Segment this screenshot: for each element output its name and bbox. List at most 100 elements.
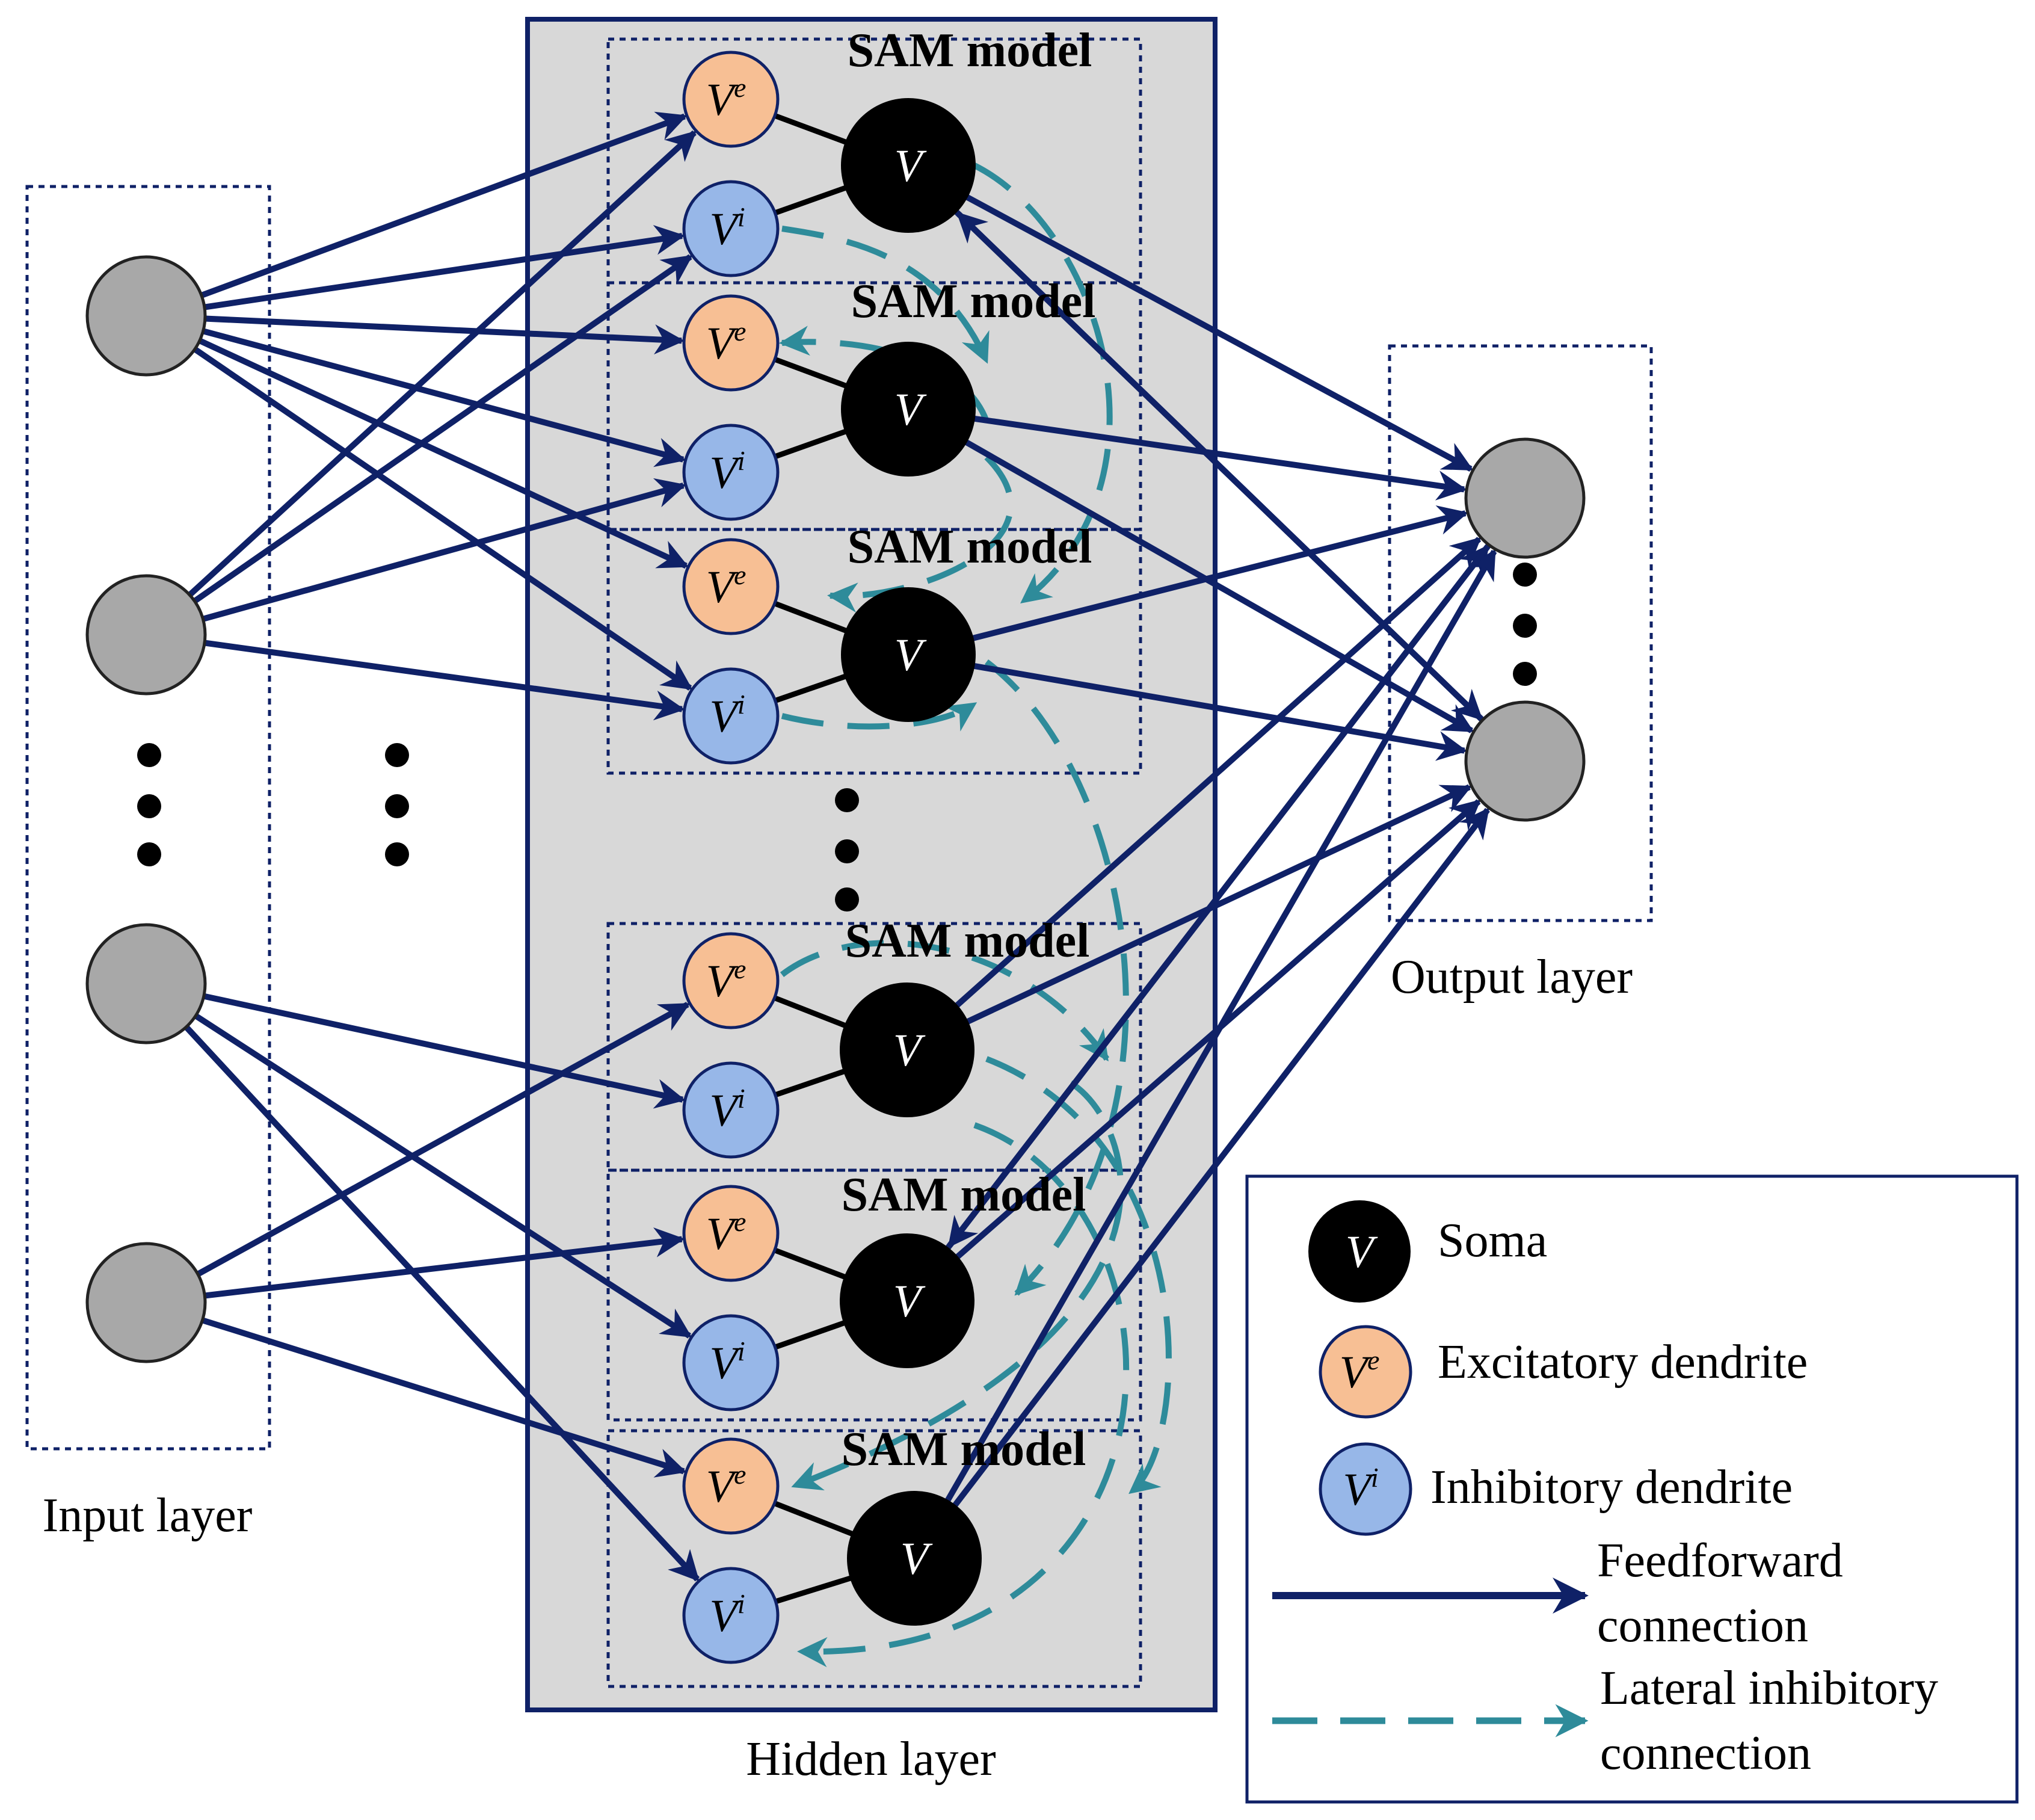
inhibitory-dendrite-3: [682, 667, 780, 765]
soma-symbol-5: V: [893, 1276, 926, 1327]
feedforward-soma-2-output-1: [908, 406, 1467, 501]
input-node-4: [85, 1242, 207, 1363]
input-layer-label: Input layer: [43, 1489, 253, 1542]
excitatory-dendrite-3: [682, 538, 780, 635]
soma-symbol-4: V: [893, 1025, 926, 1076]
feedforward-input-3-b5vi-b: [144, 981, 700, 1582]
excitatory-dendrite-symbol-2: Ve: [706, 316, 747, 369]
lateral-connection-6: [984, 659, 1129, 1296]
feedforward-input-2-b1vi: [145, 478, 686, 638]
legend-excitatory-label: Excitatory dendrite: [1438, 1336, 1808, 1389]
legend-lateral-label-2: connection: [1600, 1727, 1811, 1780]
feedforward-output-1-soma-5: [947, 496, 1527, 1248]
lateral-connection-2: [973, 162, 1113, 604]
feedforward-input-2-b2vi: [146, 632, 685, 721]
sam-block-title-2: SAM model: [851, 275, 1096, 328]
feedforward-input-1-b0ve: [145, 111, 688, 319]
ellipsis-dot-1-1: [137, 743, 161, 767]
inhibitory-dendrite-symbol-6: Vi: [709, 1588, 745, 1641]
sam-block-title-1: SAM model: [848, 24, 1092, 77]
legend-inhibitory-label: Inhibitory dendrite: [1430, 1461, 1793, 1514]
legend-excitatory-symbol: Ve: [1340, 1345, 1380, 1398]
excitatory-dendrite-symbol-1: Ve: [706, 72, 747, 125]
sam-block-title-4: SAM model: [845, 915, 1090, 967]
excitatory-dendrite-2: [682, 294, 780, 392]
ellipsis-dot-3-2: [835, 839, 859, 863]
feedforward-input-3-b4vi: [144, 981, 692, 1339]
excitatory-dendrite-symbol-3: Ve: [706, 560, 747, 612]
legend-soma-label: Soma: [1438, 1214, 1547, 1267]
inhibitory-dendrite-2: [682, 424, 780, 521]
lateral-inhibitory-connections: [779, 162, 1172, 1667]
input-layer-box: [25, 185, 271, 1451]
inhibitory-dendrite-6: [682, 1567, 780, 1664]
feedforward-input-4-b3ve: [144, 1002, 691, 1306]
soma-symbol-2: V: [894, 384, 927, 435]
legend-feedforward-label-1: Feedforward: [1597, 1534, 1843, 1587]
ellipsis-dot-2-2: [385, 794, 409, 818]
feedforward-soma-3-output-2: [908, 652, 1468, 761]
input-node-1: [85, 255, 207, 377]
legend: V Soma Ve Excitatory dendrite Vi Inhibit…: [1245, 1174, 2019, 1804]
sam-block-title-5: SAM model: [842, 1168, 1086, 1221]
feedforward-output-2-soma-1: [956, 211, 1527, 763]
output-layer-label: Output layer: [1391, 951, 1633, 1004]
excitatory-dendrite-4: [682, 932, 780, 1029]
excitatory-dendrite-symbol-4: Ve: [706, 954, 747, 1007]
ellipsis-dot-3-3: [835, 887, 859, 912]
soma-5: [840, 1233, 974, 1368]
lateral-connection-1: [781, 226, 990, 364]
lateral-connection-9: [797, 1122, 1129, 1667]
feedforward-input-2-b0vi: [144, 254, 693, 638]
ellipsis-dot-3-1: [835, 788, 859, 812]
inhibitory-dendrite-4: [682, 1061, 780, 1159]
lateral-connection-10: [791, 1080, 1124, 1491]
feedforward-connections: [144, 111, 1527, 1582]
ellipsis-dot-2-3: [385, 842, 409, 866]
ellipsis-dot-2-1: [385, 743, 409, 767]
input-node-3: [85, 923, 207, 1044]
feedforward-soma-6-output-1: [911, 549, 1497, 1560]
ellipsis-dot-4-2: [1513, 614, 1537, 638]
lateral-connection-5: [781, 701, 977, 732]
ellipsis-dot-4-1: [1513, 563, 1537, 587]
feedforward-soma-4-output-2: [905, 784, 1473, 1053]
lateral-connection-7: [780, 940, 1110, 1062]
sam-block-box-5: [606, 1168, 1142, 1422]
legend-inhibitory-icon: [1319, 1442, 1412, 1536]
soma-3: [841, 587, 976, 722]
ellipsis-dot-1-2: [137, 794, 161, 818]
ellipsis-dot-4-3: [1513, 662, 1537, 686]
sam-block-box-3: [606, 528, 1142, 775]
legend-lateral-label-1: Lateral inhibitory: [1600, 1662, 1938, 1715]
hidden-layer-box: [525, 17, 1218, 1712]
legend-soma-icon: [1308, 1200, 1411, 1303]
sam-block-title-3: SAM model: [848, 520, 1092, 573]
feedforward-soma-2-output-2: [907, 406, 1474, 733]
soma-4: [840, 982, 974, 1117]
ellipsis-dot-1-3: [137, 842, 161, 866]
soma-6: [847, 1491, 982, 1626]
inhibitory-dendrite-5: [682, 1314, 780, 1411]
soma-symbol-6: V: [901, 1534, 933, 1584]
soma-2: [841, 342, 976, 477]
excitatory-dendrite-symbol-6: Ve: [706, 1459, 747, 1512]
hidden-layer-label: Hidden layer: [746, 1733, 996, 1786]
feedforward-input-1-b0vi: [146, 225, 685, 319]
feedforward-soma-1-output-1: [907, 162, 1474, 472]
feedforward-soma-3-output-1: [907, 505, 1468, 658]
feedforward-soma-5-output-2: [905, 799, 1481, 1303]
inhibitory-dendrite-symbol-1: Vi: [709, 202, 745, 254]
soma-symbol-1: V: [894, 141, 927, 191]
inhibitory-dendrite-symbol-2: Vi: [709, 445, 745, 498]
feedforward-input-3-b3vi: [145, 981, 686, 1109]
sam-blocks: [606, 37, 1142, 1688]
output-node-2: [1464, 700, 1586, 822]
feedforward-soma-6-output-2: [912, 807, 1490, 1561]
inhibitory-dendrite-symbol-3: Vi: [709, 689, 745, 742]
feedforward-input-2-b0ve: [144, 130, 697, 637]
lateral-connection-4: [827, 455, 1014, 613]
soma-symbol-3: V: [894, 630, 927, 680]
feedforward-input-4-b5ve: [145, 1300, 687, 1478]
